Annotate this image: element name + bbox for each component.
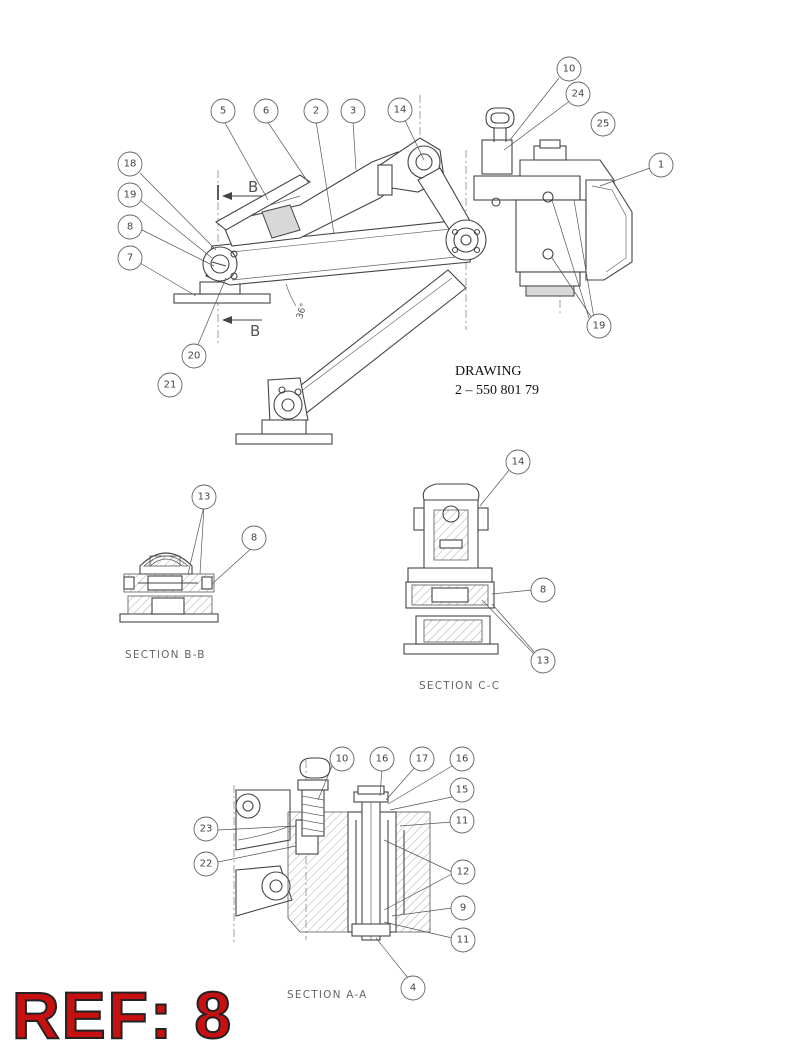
balloon-8: 8 — [117, 214, 143, 240]
balloon-8-cc: 8 — [530, 577, 556, 603]
svg-text:21: 21 — [164, 380, 177, 391]
balloon-14: 14 — [387, 97, 413, 123]
balloon-3: 3 — [340, 98, 366, 124]
svg-text:18: 18 — [124, 159, 137, 170]
balloon-18: 18 — [117, 151, 143, 177]
balloon-16b-aa: 16 — [449, 746, 475, 772]
balloon-2: 2 — [303, 98, 329, 124]
svg-text:5: 5 — [220, 106, 226, 117]
svg-text:25: 25 — [597, 119, 610, 130]
svg-text:8: 8 — [127, 222, 133, 233]
balloon-22-aa: 22 — [193, 851, 219, 877]
balloon-1: 1 — [648, 152, 674, 178]
svg-text:2: 2 — [313, 106, 319, 117]
section-c-c-title: SECTION C-C — [419, 680, 500, 692]
balloon-15-aa: 15 — [449, 777, 475, 803]
svg-text:11: 11 — [456, 816, 469, 827]
svg-text:16: 16 — [456, 754, 469, 765]
balloon-9-aa: 9 — [450, 895, 476, 921]
svg-text:22: 22 — [200, 859, 213, 870]
svg-text:17: 17 — [416, 754, 429, 765]
section-a-a: 10 16 17 16 15 11 23 22 12 9 11 4 SECTIO… — [193, 746, 476, 1001]
balloon-13-bb: 13 — [191, 484, 217, 510]
balloon-10: 10 — [556, 56, 582, 82]
section-c-c: 14 8 13 SECTION C-C — [403, 449, 556, 692]
balloon-12-aa: 12 — [450, 859, 476, 885]
section-a-a-title: SECTION A-A — [287, 989, 368, 1001]
reference-number: REF: 8 — [11, 978, 234, 1052]
angle-label: 36° — [295, 302, 309, 320]
cut-label-b-bottom: B — [250, 322, 260, 340]
svg-text:15: 15 — [456, 785, 469, 796]
svg-text:14: 14 — [512, 457, 525, 468]
svg-text:13: 13 — [198, 492, 211, 503]
drawing-number: 2 – 550 801 79 — [455, 383, 539, 398]
svg-text:20: 20 — [188, 351, 201, 362]
balloon-6: 6 — [253, 98, 279, 124]
balloon-4-aa: 4 — [400, 975, 426, 1001]
balloon-24: 24 — [565, 81, 591, 107]
section-b-b: 13 8 SECTION B-B — [119, 484, 267, 661]
svg-text:1: 1 — [658, 160, 664, 171]
svg-text:24: 24 — [572, 89, 585, 100]
balloon-21: 21 — [157, 372, 183, 398]
balloon-13-cc: 13 — [530, 648, 556, 674]
svg-text:14: 14 — [394, 105, 407, 116]
svg-text:12: 12 — [457, 867, 470, 878]
balloon-19-right: 19 — [586, 313, 612, 339]
balloon-11-aa: 11 — [449, 808, 475, 834]
svg-text:3: 3 — [350, 106, 356, 117]
balloon-7: 7 — [117, 245, 143, 271]
svg-text:23: 23 — [200, 824, 213, 835]
svg-text:10: 10 — [336, 754, 349, 765]
balloon-10-aa: 10 — [329, 746, 355, 772]
svg-text:4: 4 — [410, 983, 416, 994]
svg-text:9: 9 — [460, 903, 466, 914]
svg-text:16: 16 — [376, 754, 389, 765]
balloon-20: 20 — [181, 343, 207, 369]
svg-text:7: 7 — [127, 253, 133, 264]
balloon-14-cc: 14 — [505, 449, 531, 475]
drawing-label: DRAWING — [455, 364, 522, 379]
balloon-16-aa: 16 — [369, 746, 395, 772]
balloon-25: 25 — [590, 111, 616, 137]
balloon-5: 5 — [210, 98, 236, 124]
balloon-11b-aa: 11 — [450, 927, 476, 953]
main-assembly-view: B B 36° DRAWING 2 – 550 801 79 5 6 2 3 1… — [117, 56, 674, 445]
svg-text:10: 10 — [563, 64, 576, 75]
svg-text:11: 11 — [457, 935, 470, 946]
balloon-8-bb: 8 — [241, 525, 267, 551]
section-b-b-title: SECTION B-B — [125, 649, 206, 661]
balloon-17-aa: 17 — [409, 746, 435, 772]
svg-text:13: 13 — [537, 656, 550, 667]
balloon-23-aa: 23 — [193, 816, 219, 842]
svg-text:6: 6 — [263, 106, 269, 117]
svg-text:8: 8 — [251, 533, 257, 544]
svg-text:8: 8 — [540, 585, 546, 596]
svg-text:19: 19 — [124, 190, 137, 201]
cut-label-b-top: B — [248, 178, 258, 196]
svg-text:19: 19 — [593, 321, 606, 332]
balloon-19: 19 — [117, 182, 143, 208]
